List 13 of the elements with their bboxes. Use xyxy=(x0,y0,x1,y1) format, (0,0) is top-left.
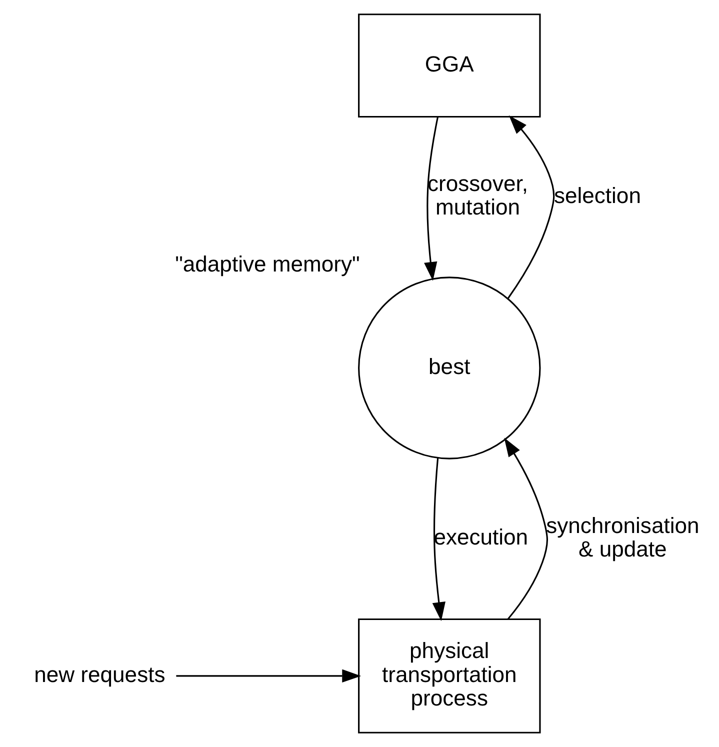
edge-label: crossover, mutation xyxy=(427,171,528,220)
node-box: physical transportation process xyxy=(358,618,540,734)
arrow xyxy=(432,458,445,622)
node-box: GGA xyxy=(358,14,540,118)
edge-label: selection xyxy=(553,182,640,208)
arrow xyxy=(176,669,361,683)
node-text: new requests xyxy=(34,662,165,687)
arrow xyxy=(424,116,438,281)
arrow xyxy=(504,438,548,620)
edge-label: synchronisation & update xyxy=(546,512,699,562)
arrow xyxy=(506,115,554,299)
node-label: "adaptive memory" xyxy=(174,251,360,276)
edge-label: execution xyxy=(433,524,528,550)
